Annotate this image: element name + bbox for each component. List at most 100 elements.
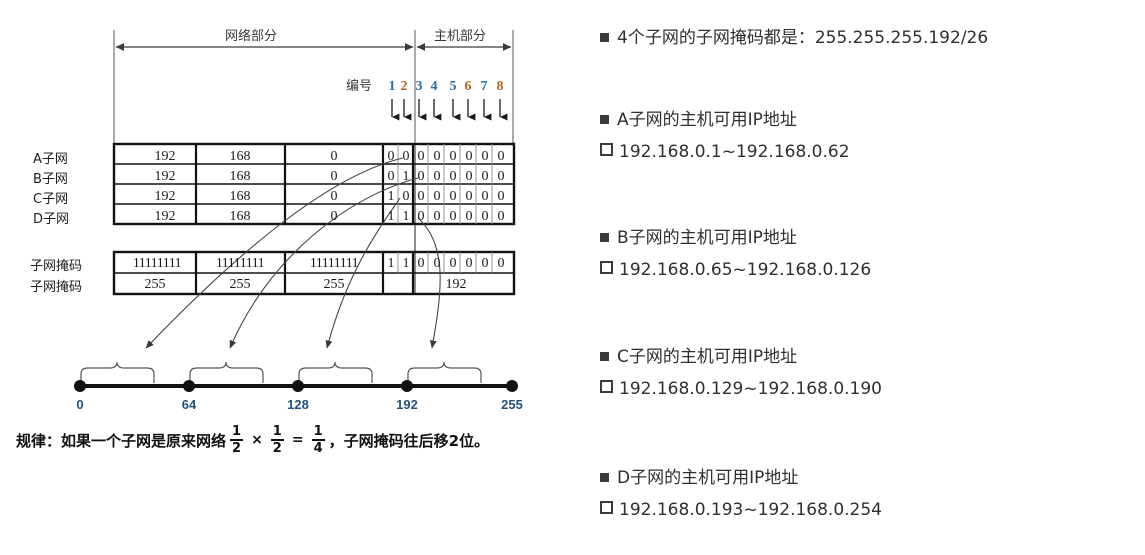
note-block-subnet-d: D子网的主机可用IP地址 192.168.0.193~192.168.0.254 [600,468,1145,522]
note-title-subnet-d: D子网的主机可用IP地址 [617,468,799,488]
note-range-subnet-b: 192.168.0.65~192.168.0.126 [619,260,872,281]
bit-b-5: 0 [449,169,457,184]
mask1-octet1: 11111111 [132,256,182,271]
cell-c-octet2: 168 [229,189,251,204]
frac3-bar [311,439,325,441]
axis-tick-128: 128 [287,397,309,412]
axis-tick-64: 64 [181,397,197,412]
frac1-bar [230,439,244,441]
bit-index-label: 编号 [346,79,373,94]
bit-c-8: 0 [497,189,505,204]
notes-panel: 4个子网的子网掩码都是：255.255.255.192/26 A子网的主机可用I… [600,0,1145,555]
cell-c-octet1: 192 [154,189,176,204]
mask1-bit-4: 0 [433,256,441,271]
frac1-numerator: 1 [232,424,242,439]
bit-d-5: 0 [449,209,457,224]
mask1-bit-1: 1 [387,256,395,271]
cell-a-octet2: 168 [229,149,251,164]
subnet-diagram-panel: 网络部分 主机部分 编号 1 2 3 4 5 6 7 8 A子网 B子网 C子网… [16,29,523,456]
cell-b-octet2: 168 [229,169,251,184]
rule-comma: ， [328,431,344,450]
frac3-numerator: 1 [313,424,323,439]
mask1-bit-2: 1 [402,256,410,271]
cell-d-octet1: 192 [154,209,176,224]
note-sub-row: 192.168.0.65~192.168.0.126 [600,260,1145,281]
hollow-square-bullet-icon [600,261,613,275]
bit-c-7: 0 [481,189,489,204]
note-block-subnet-c: C子网的主机可用IP地址 192.168.0.129~192.168.0.190 [600,347,1145,401]
diagram-vector-layer [74,30,518,392]
bit-d-7: 0 [481,209,489,224]
cell-b-octet1: 192 [154,169,176,184]
bit-b-2: 1 [402,169,410,184]
note-title-subnet-b: B子网的主机可用IP地址 [617,228,797,248]
bit-a-3: 0 [417,149,425,164]
bit-c-3: 0 [417,189,425,204]
bit-c-1: 1 [387,189,395,204]
row-label-a: A子网 [33,152,68,167]
note-sub-row: 192.168.0.1~192.168.0.62 [600,142,1145,163]
bit-number-1: 1 [388,79,396,94]
rule-suffix: 子网掩码往后移2位。 [343,431,490,450]
mask2-octet1: 255 [144,277,166,292]
mask1-bit-7: 0 [481,256,489,271]
bit-d-8: 0 [497,209,505,224]
note-main-row: D子网的主机可用IP地址 [600,468,1145,489]
hollow-square-bullet-icon [600,143,613,157]
bit-number-8: 8 [496,79,504,94]
filled-square-bullet-icon [600,352,609,361]
frac3-denominator: 4 [313,441,323,456]
bit-number-3: 3 [415,79,423,94]
mask1-bit-5: 0 [449,256,457,271]
mask1-bit-3: 0 [417,256,425,271]
bit-a-7: 0 [481,149,489,164]
mask1-octet2: 11111111 [215,256,265,271]
rule-prefix: 规律：如果一个子网是原来网络 [16,431,227,450]
mask-row-2-label: 子网掩码 [30,280,83,295]
note-main-row: C子网的主机可用IP地址 [600,347,1145,368]
frac2-bar [270,439,284,441]
mask1-bit-6: 0 [465,256,473,271]
bit-c-4: 0 [433,189,441,204]
note-range-subnet-d: 192.168.0.193~192.168.0.254 [619,500,882,521]
cell-b-octet3: 0 [330,169,338,184]
bit-b-1: 0 [387,169,395,184]
equals-operator: = [291,432,304,448]
fraction-one-half-a: 1 2 [229,425,244,455]
multiply-operator: × [251,432,263,448]
note-block-subnet-b: B子网的主机可用IP地址 192.168.0.65~192.168.0.126 [600,228,1145,282]
filled-square-bullet-icon [600,233,609,242]
frac2-denominator: 2 [272,441,282,456]
cell-d-octet2: 168 [229,209,251,224]
cell-a-octet3: 0 [330,149,338,164]
bit-number-7: 7 [480,79,488,94]
note-range-subnet-a: 192.168.0.1~192.168.0.62 [619,142,850,163]
cell-c-octet3: 0 [330,189,338,204]
filled-square-bullet-icon [600,115,609,124]
mask2-octet2: 255 [229,277,251,292]
row-label-c: C子网 [33,192,69,207]
mask2-octet4: 192 [445,277,467,292]
note-block-mask: 4个子网的子网掩码都是：255.255.255.192/26 [600,28,1145,49]
note-sub-row: 192.168.0.129~192.168.0.190 [600,379,1145,400]
bit-b-8: 0 [497,169,505,184]
note-range-subnet-c: 192.168.0.129~192.168.0.190 [619,379,882,400]
cell-a-octet1: 192 [154,149,176,164]
axis-tick-0: 0 [76,397,84,412]
bit-c-5: 0 [449,189,457,204]
cell-d-octet3: 0 [330,209,338,224]
note-main-row: 4个子网的子网掩码都是：255.255.255.192/26 [600,28,1145,49]
frac2-numerator: 1 [272,424,282,439]
note-block-subnet-a: A子网的主机可用IP地址 192.168.0.1~192.168.0.62 [600,110,1145,164]
bit-number-6: 6 [464,79,472,94]
bit-number-5: 5 [449,79,457,94]
bit-a-5: 0 [449,149,457,164]
network-part-label: 网络部分 [225,29,278,44]
bit-d-4: 0 [433,209,441,224]
hollow-square-bullet-icon [600,380,613,394]
bit-a-2: 0 [402,149,410,164]
row-label-b: B子网 [33,172,68,187]
frac1-denominator: 2 [232,441,242,456]
mask-row-1-label: 子网掩码 [30,259,83,274]
bit-a-6: 0 [465,149,473,164]
